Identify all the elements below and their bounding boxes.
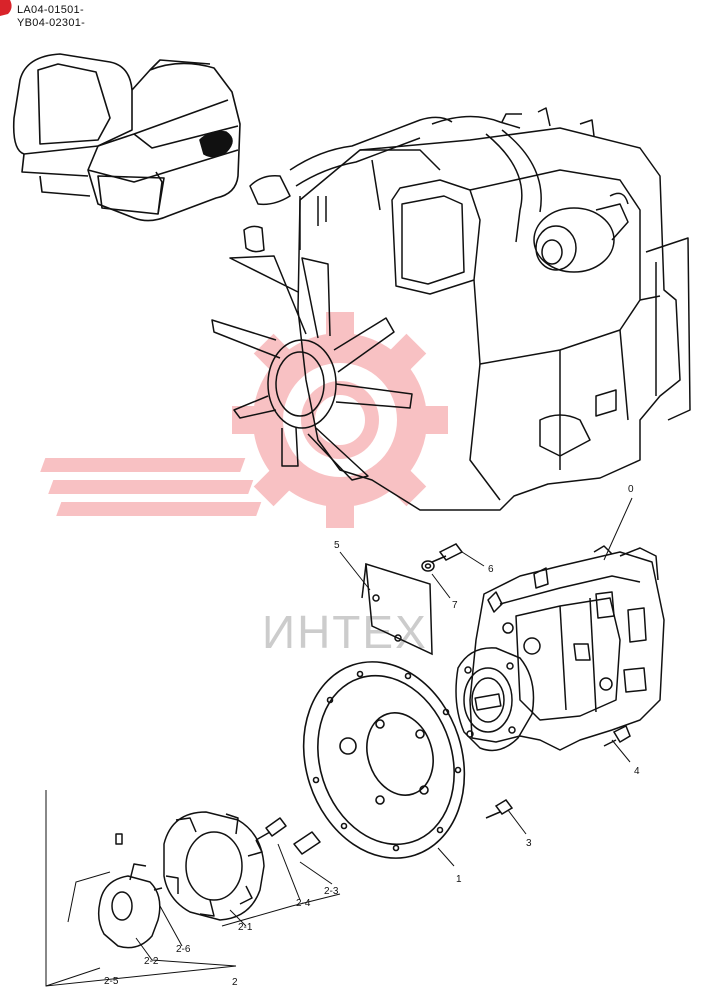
coupling-assembly	[97, 811, 321, 949]
callout-2: 2	[232, 977, 238, 988]
callout-3: 3	[526, 838, 532, 849]
callout-2-3: 2-3	[324, 886, 339, 897]
excavator-thumbnail	[12, 53, 241, 222]
bracket-plate	[361, 562, 433, 656]
serial-number-2: YB04-02301-	[17, 17, 86, 29]
callout-2-1: 2-1	[238, 922, 253, 933]
callout-1: 1	[456, 874, 462, 885]
corner-marker	[0, 0, 12, 16]
watermark-logo	[40, 312, 448, 528]
engine-assembly	[211, 107, 691, 511]
bolts-and-washers	[421, 543, 631, 819]
hydraulic-pump	[455, 545, 665, 752]
callout-0: 0	[628, 484, 634, 495]
callout-5: 5	[334, 540, 340, 551]
callout-2-2: 2-2	[144, 956, 159, 967]
flywheel-housing	[302, 661, 466, 859]
callout-2-5: 2-5	[104, 976, 119, 987]
callout-2-4: 2-4	[296, 898, 311, 909]
callout-6: 6	[488, 564, 494, 575]
callout-2-6: 2-6	[176, 944, 191, 955]
leader-lines	[45, 497, 633, 987]
watermark-text: ИНТЕХ	[262, 606, 428, 658]
callout-4: 4	[634, 766, 640, 777]
serial-number-1: LA04-01501-	[17, 4, 84, 16]
callout-7: 7	[452, 600, 458, 611]
